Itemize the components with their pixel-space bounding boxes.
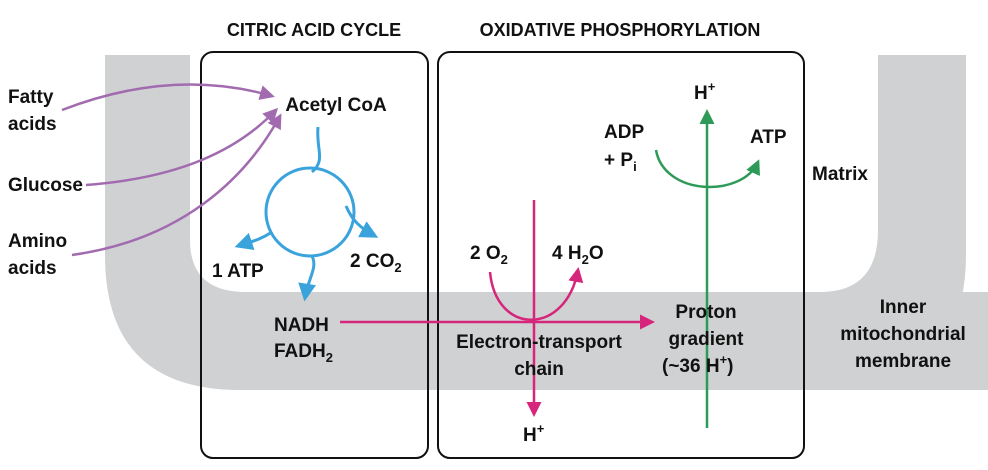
acetyl-coa-label: Acetyl CoA xyxy=(285,95,387,116)
nadh-label: NADH xyxy=(274,315,329,336)
matrix-proton-label: H+ xyxy=(694,79,716,104)
inner-membrane-label-line2: mitochondrial xyxy=(840,324,966,345)
proton-gradient-label-line3: (~36 H+) xyxy=(662,352,733,377)
intermembrane-proton-label: H+ xyxy=(523,421,545,446)
oxidative-phosphorylation-box xyxy=(437,51,805,459)
proton-gradient-label-line2: gradient xyxy=(669,329,745,350)
amino-acids-arrow xyxy=(71,113,282,257)
co2-output-arrow xyxy=(344,205,379,238)
nadh-output-arrow xyxy=(298,255,317,302)
matrix-label: Matrix xyxy=(812,164,868,185)
co2-label: 2 CO2 xyxy=(350,251,402,275)
water-label: 4 H2O xyxy=(552,243,604,267)
inner-membrane-right-arm xyxy=(820,55,966,390)
acetyl-coa-to-cycle-connector xyxy=(310,126,322,174)
inner-membrane-band xyxy=(105,55,988,390)
oxygen-to-water-arrow xyxy=(488,267,584,321)
inner-membrane-label-line3: membrane xyxy=(855,351,951,372)
oxygen-label: 2 O2 xyxy=(470,243,508,267)
phosphate-label: + Pi xyxy=(604,150,637,174)
adp-to-atp-arrow xyxy=(654,149,760,189)
electron-transport-chain-label-line1: Electron-transport xyxy=(456,332,622,353)
amino-acids-label-line1: Amino xyxy=(8,231,67,252)
adp-label: ADP xyxy=(604,122,644,143)
citric-acid-cycle-loop xyxy=(264,166,356,258)
fadh2-label: FADH2 xyxy=(274,341,333,365)
citric-acid-cycle-box xyxy=(200,51,429,459)
citric-acid-cycle-header: CITRIC ACID CYCLE xyxy=(227,20,401,40)
glucose-arrow xyxy=(85,107,279,187)
inner-membrane-label-line1: Inner xyxy=(880,297,927,318)
atp-synthase-output-label: ATP xyxy=(750,127,787,148)
glucose-label: Glucose xyxy=(8,175,83,196)
amino-acids-label-line2: acids xyxy=(8,258,57,279)
fatty-acids-label-line2: acids xyxy=(8,114,57,135)
fatty-acids-label-line1: Fatty xyxy=(8,87,54,108)
atp-yield-label: 1 ATP xyxy=(212,261,264,282)
oxidative-phosphorylation-header: OXIDATIVE PHOSPHORYLATION xyxy=(480,20,761,40)
fatty-acids-arrow xyxy=(61,83,275,112)
atp-output-arrow xyxy=(234,230,273,250)
proton-gradient-label-line1: Proton xyxy=(675,302,736,323)
electron-transport-chain-label-line2: chain xyxy=(514,359,564,380)
